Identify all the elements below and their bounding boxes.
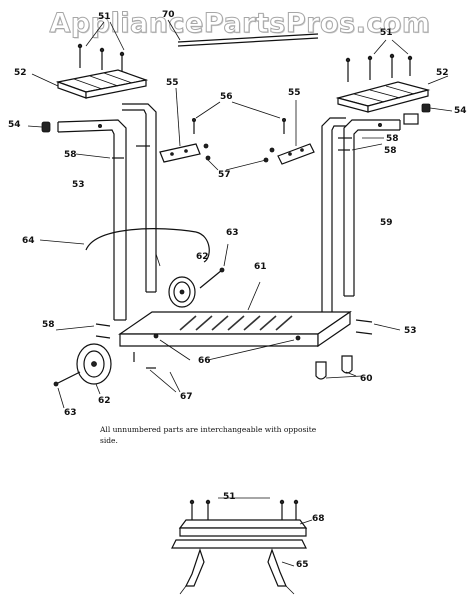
part-66-fasteners xyxy=(153,333,301,361)
callout-51-top: 51 xyxy=(98,12,111,22)
part-64-wire xyxy=(39,228,210,267)
callout-52-right: 52 xyxy=(436,68,449,78)
callout-63-low: 63 xyxy=(64,408,77,418)
callout-55-right: 55 xyxy=(288,88,301,98)
part-67-bolts xyxy=(133,352,181,393)
callout-58-right-top: 58 xyxy=(386,134,399,144)
part-60-feet xyxy=(315,355,363,380)
part-58-bolts-upper xyxy=(75,137,384,159)
callout-68: 68 xyxy=(312,514,325,524)
callout-58-left: 58 xyxy=(64,150,77,160)
callout-51-bottom: 51 xyxy=(223,492,236,502)
callout-58-right-mid: 58 xyxy=(384,146,397,156)
interchangeable-note: All unnumbered parts are interchangeable… xyxy=(100,425,317,445)
callout-65: 65 xyxy=(296,560,309,570)
part-58-bolts-lower xyxy=(55,319,401,339)
callout-53-right: 53 xyxy=(404,326,417,336)
callout-51-right: 51 xyxy=(380,28,393,38)
part-63-axle-upper xyxy=(199,243,229,289)
part-62-wheel-upper xyxy=(168,276,196,308)
part-70-rod xyxy=(167,19,319,47)
callout-52-left: 52 xyxy=(14,68,27,78)
part-62-wheel-lower xyxy=(76,343,112,395)
callout-59: 59 xyxy=(380,218,393,228)
callout-57: 57 xyxy=(218,170,231,180)
callout-70: 70 xyxy=(162,10,175,20)
part-54-knob-right xyxy=(403,103,453,125)
callout-63-top: 63 xyxy=(226,228,239,238)
part-54-knob-left xyxy=(27,121,51,133)
part-59-frame-right xyxy=(321,117,401,317)
callout-54-right: 54 xyxy=(454,106,467,116)
part-51-screws-right xyxy=(345,39,413,82)
part-53-frame-left xyxy=(57,103,157,321)
part-52-shelf-left xyxy=(31,69,149,99)
callout-60: 60 xyxy=(360,374,373,384)
part-65-legs xyxy=(179,548,295,595)
part-52-shelf-right xyxy=(335,75,449,113)
part-55-bracket-right xyxy=(277,100,315,165)
callout-53-left: 53 xyxy=(72,180,85,190)
part-51-screws-left xyxy=(77,21,125,72)
part-55-bracket-left xyxy=(159,87,201,163)
part-63-axle-lower xyxy=(53,371,81,409)
callout-61: 61 xyxy=(254,262,267,272)
callout-56: 56 xyxy=(220,92,233,102)
callout-58-low: 58 xyxy=(42,320,55,330)
callout-55-left: 55 xyxy=(166,78,179,88)
callout-64: 64 xyxy=(22,236,35,246)
callout-67: 67 xyxy=(180,392,193,402)
part-56-screws xyxy=(191,101,286,134)
callout-62-low: 62 xyxy=(98,396,111,406)
callout-54-left: 54 xyxy=(8,120,21,130)
watermark: AppliancePartsPros.com xyxy=(49,8,431,40)
callout-62-top: 62 xyxy=(196,252,209,262)
part-57-nuts xyxy=(203,143,275,171)
callout-66: 66 xyxy=(198,356,211,366)
part-68-shelf-detail xyxy=(171,497,313,549)
part-61-bottom-shelf xyxy=(118,281,352,348)
